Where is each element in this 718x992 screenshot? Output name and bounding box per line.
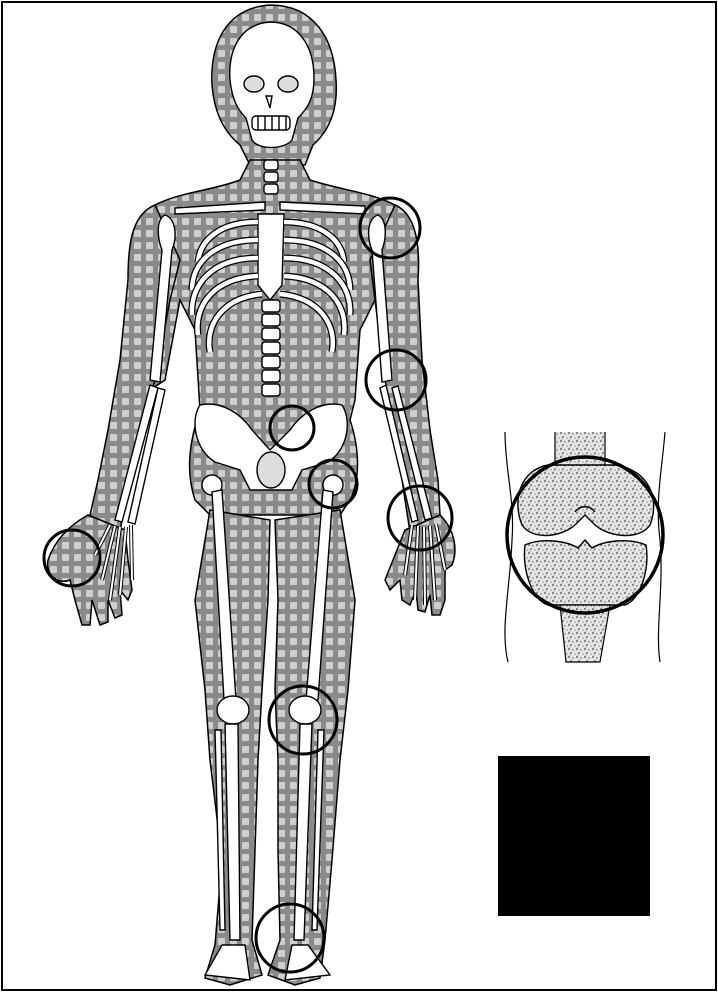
solid-black-block bbox=[498, 756, 650, 916]
tibial-plateau bbox=[524, 540, 646, 605]
